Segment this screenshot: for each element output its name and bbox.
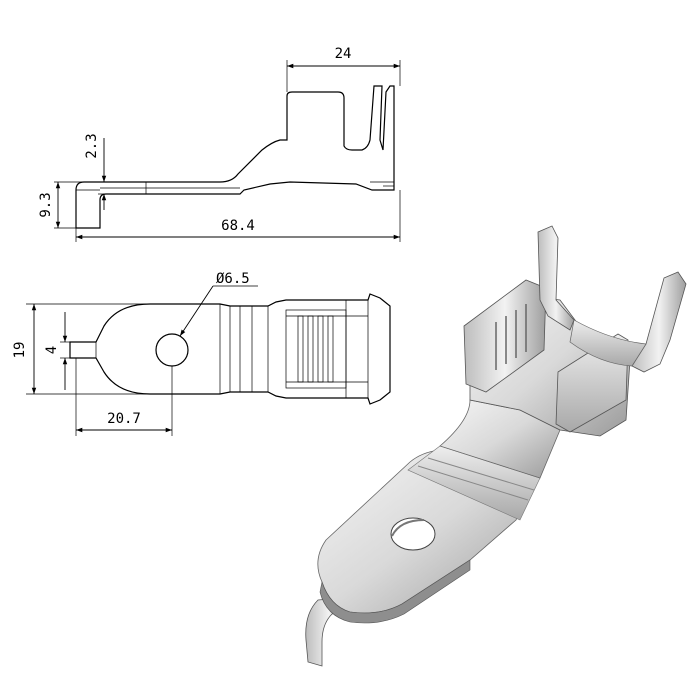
- dim-4-label: 4: [44, 346, 60, 354]
- dim-total-width: 19: [12, 303, 150, 395]
- dim-9.3-label: 9.3: [38, 192, 54, 217]
- iso-bent-tab: [305, 597, 353, 667]
- top-view: Ø6.5 19 4 20.7: [12, 271, 391, 436]
- dim-tab-width: 4: [44, 312, 70, 390]
- dim-overall-width-top: 24: [286, 46, 401, 92]
- dim-height: 9.3: [38, 181, 84, 229]
- dim-19-label: 19: [12, 342, 28, 359]
- dim-20.7-label: 20.7: [107, 411, 141, 427]
- dim-2.3-label: 2.3: [84, 133, 100, 158]
- barrel-slots: [285, 300, 369, 398]
- isometric-render: [305, 225, 687, 667]
- side-profile-outline: [75, 85, 395, 229]
- dim-thickness: 2.3: [84, 133, 146, 210]
- side-view: 24 2.3 9.3 68.4: [38, 46, 401, 242]
- dim-68.4-label: 68.4: [221, 218, 255, 234]
- iso-rib-1: [417, 465, 529, 501]
- iso-rib-2: [427, 457, 535, 491]
- dim-hole-diameter: Ø6.5: [179, 271, 258, 337]
- side-transition-line: [237, 149, 263, 175]
- iso-insulation-finger-right: [631, 271, 687, 373]
- dim-hole-label: Ø6.5: [216, 271, 250, 287]
- iso-mounting-hole: [390, 517, 436, 551]
- iso-wing-slots: [495, 304, 527, 370]
- iso-plate-edge: [319, 559, 471, 624]
- dim-24-label: 24: [335, 46, 352, 62]
- mounting-hole: [155, 333, 189, 367]
- iso-insulation-band: [569, 319, 647, 367]
- dim-hole-offset: 20.7: [75, 358, 173, 436]
- iso-hole-rim: [391, 519, 425, 537]
- dim-overall-length: 68.4: [75, 190, 401, 242]
- top-profile-outline: [69, 293, 391, 405]
